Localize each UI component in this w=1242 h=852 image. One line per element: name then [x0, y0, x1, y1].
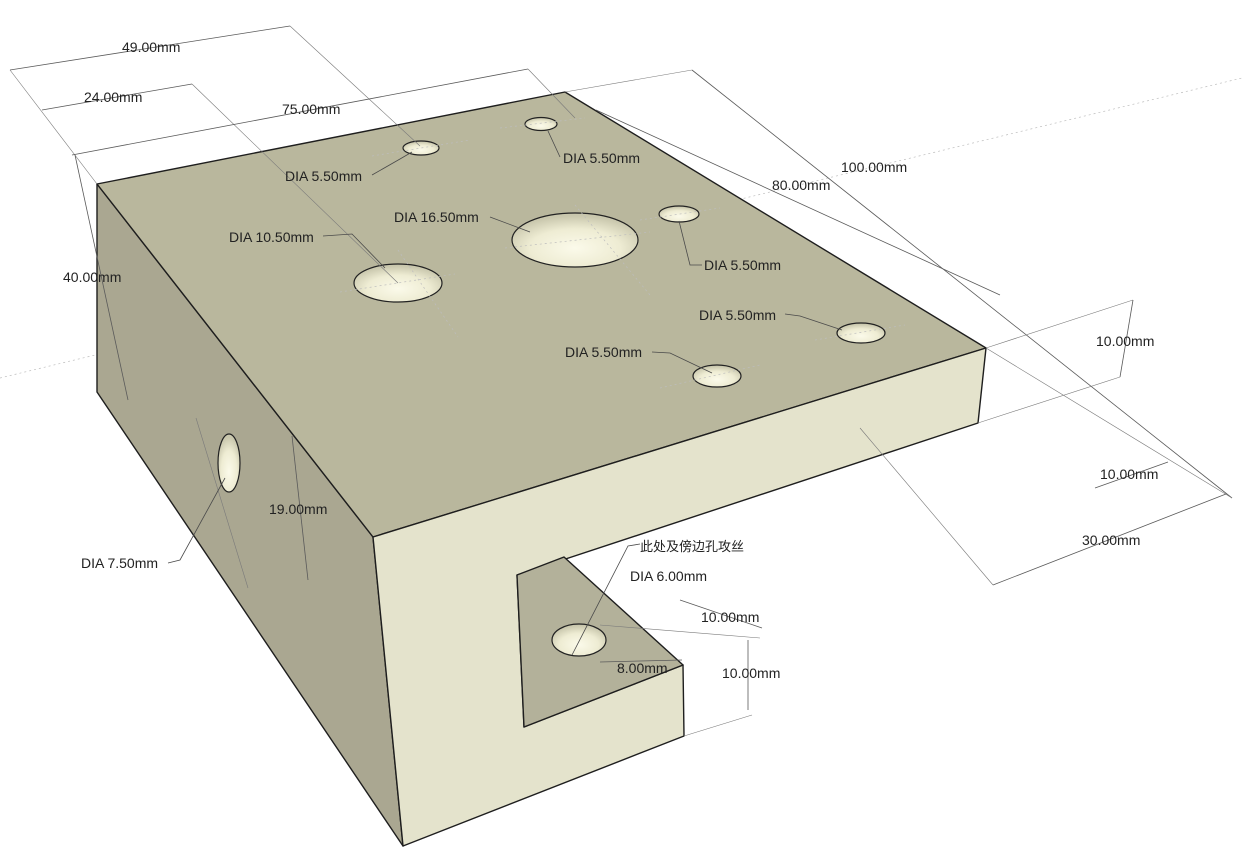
leader-lines	[167, 130, 843, 656]
hole-top-small-3	[658, 205, 700, 223]
dimension-lines	[9, 25, 1233, 737]
hole-side	[217, 433, 241, 493]
hole-callouts: DIA 5.50mm DIA 5.50mm DIA 16.50mm DIA 10…	[81, 150, 781, 584]
callout-h2: DIA 5.50mm	[563, 150, 640, 166]
dim-slot-10-vert-label: 10.00mm	[722, 665, 780, 681]
dimension-labels: 49.00mm 24.00mm 75.00mm 100.00mm 80.00mm…	[63, 39, 1158, 681]
dim-49-label: 49.00mm	[122, 39, 180, 55]
callout-h7: DIA 5.50mm	[565, 344, 642, 360]
callout-h8: DIA 7.50mm	[81, 555, 158, 571]
callout-h1: DIA 5.50mm	[285, 168, 362, 184]
hole-centerlines	[339, 117, 906, 389]
hole-top-small-5	[692, 364, 742, 388]
dim-30-label: 30.00mm	[1082, 532, 1140, 548]
dim-100-label: 100.00mm	[841, 159, 907, 175]
dim-24-label: 24.00mm	[84, 89, 142, 105]
hole-top-small-4	[836, 322, 886, 344]
hole-slot-tab	[551, 623, 607, 657]
dim-10-top-label: 10.00mm	[1096, 333, 1154, 349]
hole-top-small-2	[524, 116, 558, 132]
callout-h6: DIA 5.50mm	[699, 307, 776, 323]
part-body	[96, 91, 987, 847]
callout-h4: DIA 10.50mm	[229, 229, 314, 245]
dim-40-label: 40.00mm	[63, 269, 121, 285]
tapping-note: 此处及傍边孔攻丝	[640, 539, 744, 555]
hole-top-small-1	[402, 140, 440, 156]
side-hole-axis	[195, 417, 249, 589]
dim-19-label: 19.00mm	[269, 501, 327, 517]
dim-slot-10-label: 10.00mm	[701, 609, 759, 625]
dim-75-label: 75.00mm	[282, 101, 340, 117]
callout-h5: DIA 5.50mm	[704, 257, 781, 273]
holes	[217, 116, 906, 657]
dim-80-label: 80.00mm	[772, 177, 830, 193]
callout-h3: DIA 16.50mm	[394, 209, 479, 225]
callout-h9: DIA 6.00mm	[630, 568, 707, 584]
dim-slot-8-label: 8.00mm	[617, 660, 668, 676]
dim-10-lower-label: 10.00mm	[1100, 466, 1158, 482]
